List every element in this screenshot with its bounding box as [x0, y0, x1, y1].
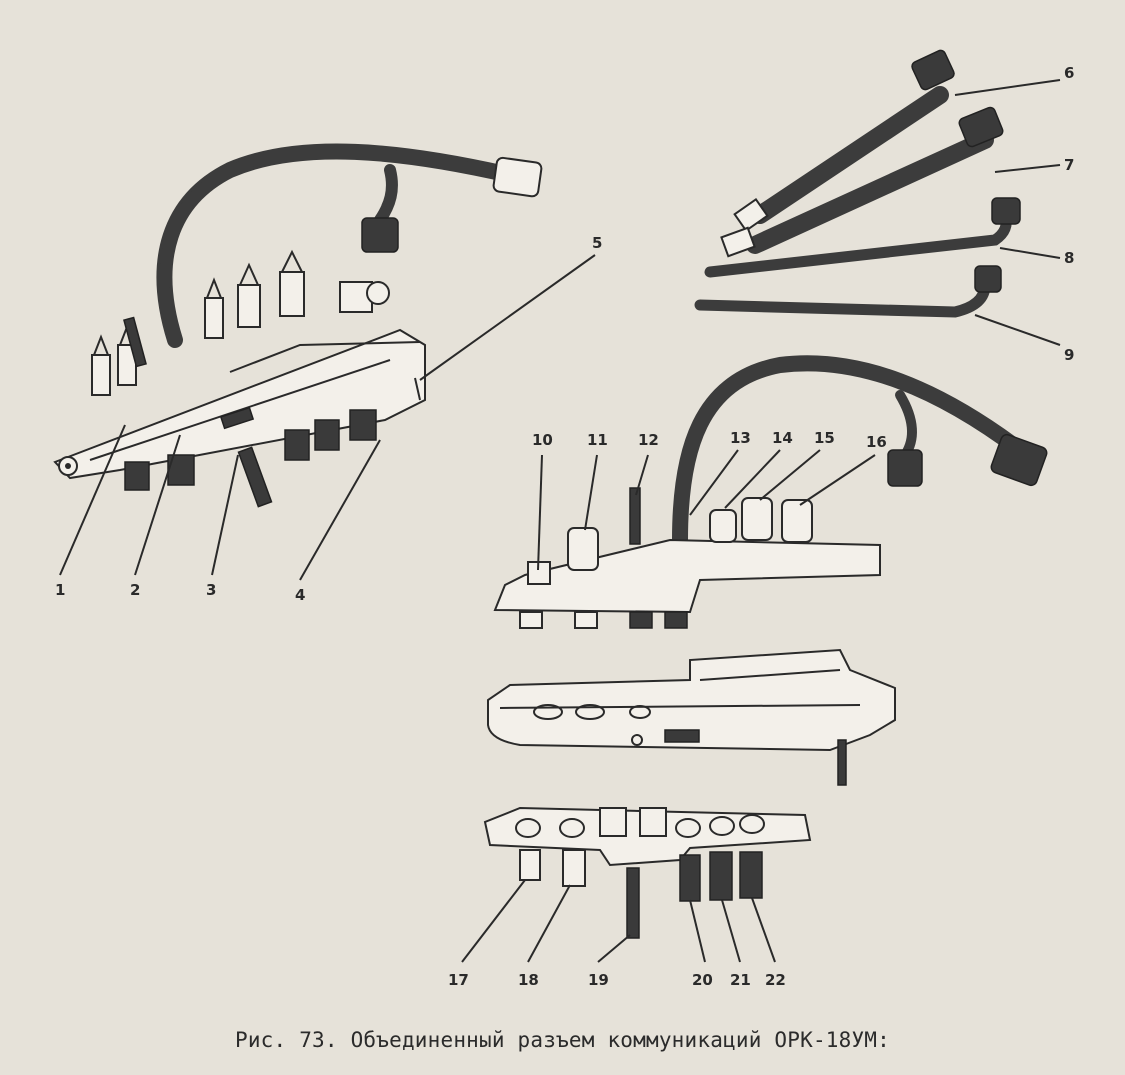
callout-11: 11 [587, 431, 608, 449]
side-view-plate [493, 538, 881, 614]
figure-caption: Рис. 73. Объединенный разъем коммуникаци… [235, 1028, 890, 1052]
separate-hoses-view [694, 49, 1021, 318]
callout-21: 21 [730, 971, 751, 989]
callout-5: 5 [592, 234, 602, 252]
callout-3: 3 [206, 581, 216, 599]
top-connectors [91, 249, 390, 396]
callout-labels: 1 2 3 4 5 6 7 8 9 10 11 12 13 14 15 16 1… [55, 64, 1074, 989]
callout-15: 15 [814, 429, 835, 447]
callout-14: 14 [772, 429, 793, 447]
callout-1: 1 [55, 581, 65, 599]
callout-22: 22 [765, 971, 786, 989]
callout-19: 19 [588, 971, 609, 989]
main-assembly-view [53, 143, 543, 508]
hose-end-fitting [492, 156, 543, 198]
side-view-hose [672, 355, 1028, 548]
bottom-view [483, 806, 812, 939]
callout-12: 12 [638, 431, 659, 449]
hose-9 [694, 279, 991, 318]
callout-10: 10 [532, 431, 553, 449]
leader-lines [59, 79, 1061, 963]
callout-6: 6 [1064, 64, 1074, 82]
hose-7 [746, 131, 994, 254]
callout-20: 20 [692, 971, 713, 989]
callout-8: 8 [1064, 249, 1074, 267]
side-view [493, 355, 1048, 629]
callout-7: 7 [1064, 156, 1074, 174]
callout-17: 17 [448, 971, 469, 989]
callout-13: 13 [730, 429, 751, 447]
plan-view-plate [487, 648, 896, 752]
callout-2: 2 [130, 581, 140, 599]
plan-view [487, 648, 896, 786]
hose-6 [751, 86, 949, 224]
callout-18: 18 [518, 971, 539, 989]
callout-4: 4 [295, 586, 305, 604]
callout-9: 9 [1064, 346, 1074, 364]
callout-16: 16 [866, 433, 887, 451]
